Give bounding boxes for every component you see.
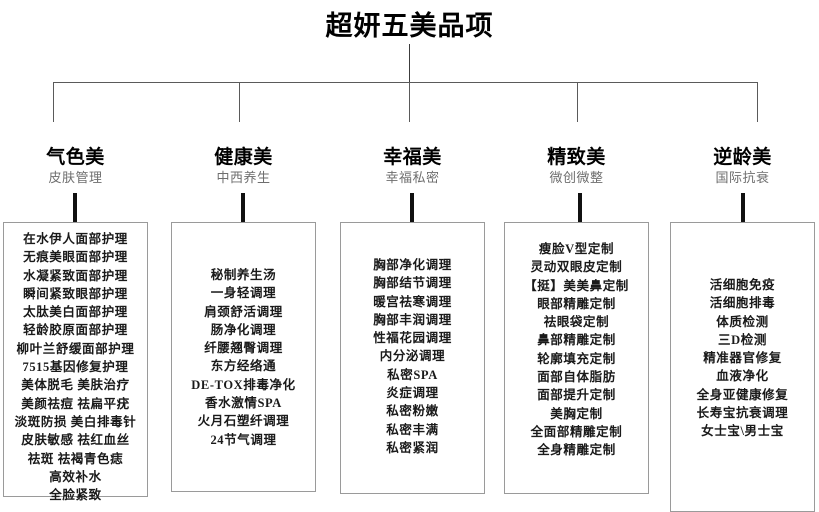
list-item: 私密紧润 bbox=[386, 440, 439, 455]
column-subtitle-4: 微创微整 bbox=[549, 170, 604, 185]
list-item: 鼻部精雕定制 bbox=[537, 333, 616, 348]
list-item: 一身轻调理 bbox=[210, 286, 277, 301]
list-item: 轮廓填充定制 bbox=[537, 351, 616, 366]
column-box-5: 活细胞免疫活细胞排毒体质检测三D检测精准器官修复血液净化全身亚健康修复长寿宝抗衰… bbox=[670, 222, 815, 512]
category-column-jiankangmei: 健康美 中西养生 秘制养生汤一身轻调理肩颈舒活调理肠净化调理纤腰翘臀调理东方经络… bbox=[171, 0, 316, 504]
list-item: 长寿宝抗衰调理 bbox=[696, 406, 789, 421]
list-item: 全身精雕定制 bbox=[537, 443, 616, 458]
list-item: 24节气调理 bbox=[210, 432, 277, 447]
list-item: 7515基因修复护理 bbox=[22, 360, 129, 375]
column-box-1: 在水伊人面部护理无痕美眼面部护理水凝紧致面部护理瞬间紧致眼部护理太肽美白面部护理… bbox=[3, 222, 148, 502]
list-item: 全身亚健康修复 bbox=[696, 387, 789, 402]
list-item: 面部自体脂肪 bbox=[537, 370, 616, 385]
list-item: 轻龄胶原面部护理 bbox=[23, 323, 128, 338]
list-item: 水凝紧致面部护理 bbox=[23, 268, 128, 283]
column-header-5: 逆龄美 国际抗衰 bbox=[670, 147, 815, 187]
list-item: 三D检测 bbox=[718, 332, 767, 347]
list-item: 太肽美白面部护理 bbox=[23, 305, 128, 320]
category-column-qisemei: 气色美 皮肤管理 在水伊人面部护理无痕美眼面部护理水凝紧致面部护理瞬间紧致眼部护… bbox=[3, 0, 148, 504]
column-subtitle-1: 皮肤管理 bbox=[48, 170, 103, 185]
list-item: 全面部精雕定制 bbox=[530, 424, 623, 439]
list-item: 内分泌调理 bbox=[379, 349, 446, 364]
list-item: 私密粉嫩 bbox=[386, 404, 439, 419]
list-item: 美体脱毛 美肤治疗 bbox=[21, 378, 130, 393]
list-item: 胸部净化调理 bbox=[373, 258, 452, 272]
list-item: 体质检测 bbox=[716, 314, 769, 329]
column-box-3: 胸部净化调理胸部结节调理暖宫祛寒调理胸部丰润调理性福花园调理内分泌调理私密SPA… bbox=[340, 222, 485, 494]
list-item: 东方经络通 bbox=[210, 359, 277, 374]
list-item: 【挺】美美鼻定制 bbox=[524, 278, 629, 293]
list-item: 纤腰翘臀调理 bbox=[204, 341, 283, 356]
list-item: 暖宫祛寒调理 bbox=[373, 294, 452, 309]
list-item: 女士宝\男士宝 bbox=[701, 424, 784, 439]
list-item: 淡斑防损 美白排毒针 bbox=[14, 414, 137, 429]
column-title-4: 精致美 bbox=[547, 147, 606, 168]
category-column-jingzhimei: 精致美 微创微整 瘦脸V型定制灵动双眼皮定制【挺】美美鼻定制眼部精雕定制祛眼袋定… bbox=[504, 0, 649, 504]
list-item: 火月石塑纤调理 bbox=[197, 414, 290, 429]
list-item: 胸部结节调理 bbox=[373, 276, 452, 291]
column-title-1: 气色美 bbox=[46, 147, 105, 168]
list-item: 面部提升定制 bbox=[537, 388, 616, 403]
item-list-4: 瘦脸V型定制灵动双眼皮定制【挺】美美鼻定制眼部精雕定制祛眼袋定制鼻部精雕定制轮廓… bbox=[505, 240, 648, 460]
list-item: 胸部丰润调理 bbox=[373, 312, 452, 327]
list-item: 性福花园调理 bbox=[373, 331, 452, 346]
list-item: 无痕美眼面部护理 bbox=[23, 250, 128, 265]
list-item: 活细胞排毒 bbox=[709, 296, 776, 311]
column-header-2: 健康美 中西养生 bbox=[171, 147, 316, 187]
column-box-2: 秘制养生汤一身轻调理肩颈舒活调理肠净化调理纤腰翘臀调理东方经络通 DE-TOX排毒… bbox=[171, 222, 316, 492]
category-column-nilingmei: 逆龄美 国际抗衰 活细胞免疫活细胞排毒体质检测三D检测精准器官修复血液净化全身亚… bbox=[670, 0, 815, 512]
list-item: DE-TOX排毒净化 bbox=[191, 377, 296, 392]
list-item: 眼部精雕定制 bbox=[537, 296, 616, 311]
list-item: 瘦脸V型定制 bbox=[538, 242, 615, 256]
item-list-5: 活细胞免疫活细胞排毒体质检测三D检测精准器官修复血液净化全身亚健康修复长寿宝抗衰… bbox=[671, 276, 814, 441]
list-item: 炎症调理 bbox=[386, 386, 439, 401]
list-item: 祛斑 祛褐青色痣 bbox=[27, 451, 124, 466]
list-item: 全脸紧致 bbox=[49, 488, 102, 503]
list-item: 柳叶兰舒缓面部护理 bbox=[16, 341, 135, 356]
list-item: 私密丰满 bbox=[386, 422, 439, 437]
category-column-xingfumei: 幸福美 幸福私密 胸部净化调理胸部结节调理暖宫祛寒调理胸部丰润调理性福花园调理内… bbox=[340, 0, 485, 504]
list-item: 肠净化调理 bbox=[210, 322, 277, 337]
list-item: 精准器官修复 bbox=[703, 351, 782, 366]
list-item: 美颜祛痘 祛扁平疣 bbox=[21, 396, 130, 411]
list-item: 私密SPA bbox=[387, 367, 438, 382]
column-header-3: 幸福美 幸福私密 bbox=[340, 147, 485, 187]
list-item: 祛眼袋定制 bbox=[543, 315, 610, 330]
column-header-1: 气色美 皮肤管理 bbox=[3, 147, 148, 187]
column-title-3: 幸福美 bbox=[383, 147, 442, 168]
column-box-4: 瘦脸V型定制灵动双眼皮定制【挺】美美鼻定制眼部精雕定制祛眼袋定制鼻部精雕定制轮廓… bbox=[504, 222, 649, 494]
list-item: 灵动双眼皮定制 bbox=[530, 260, 623, 275]
list-item: 活细胞免疫 bbox=[709, 278, 776, 292]
column-header-4: 精致美 微创微整 bbox=[504, 147, 649, 187]
list-item: 肩颈舒活调理 bbox=[204, 304, 283, 319]
list-item: 血液净化 bbox=[716, 369, 769, 384]
list-item: 在水伊人面部护理 bbox=[23, 232, 128, 246]
column-title-2: 健康美 bbox=[214, 147, 273, 168]
page-title: 超妍五美品项 bbox=[325, 11, 494, 41]
column-subtitle-5: 国际抗衰 bbox=[715, 170, 770, 185]
list-item: 皮肤敏感 祛红血丝 bbox=[21, 433, 130, 448]
column-title-5: 逆龄美 bbox=[713, 147, 772, 168]
column-subtitle-3: 幸福私密 bbox=[385, 170, 440, 185]
list-item: 高效补水 bbox=[49, 469, 102, 484]
column-subtitle-2: 中西养生 bbox=[216, 170, 271, 185]
item-list-2: 秘制养生汤一身轻调理肩颈舒活调理肠净化调理纤腰翘臀调理东方经络通 DE-TOX排毒… bbox=[172, 266, 315, 449]
list-item: 香水激情SPA bbox=[205, 396, 282, 411]
item-list-1: 在水伊人面部护理无痕美眼面部护理水凝紧致面部护理瞬间紧致眼部护理太肽美白面部护理… bbox=[4, 230, 147, 504]
item-list-3: 胸部净化调理胸部结节调理暖宫祛寒调理胸部丰润调理性福花园调理内分泌调理私密SPA… bbox=[341, 256, 484, 457]
list-item: 美胸定制 bbox=[550, 406, 603, 421]
list-item: 瞬间紧致眼部护理 bbox=[23, 286, 128, 301]
list-item: 秘制养生汤 bbox=[210, 268, 277, 282]
